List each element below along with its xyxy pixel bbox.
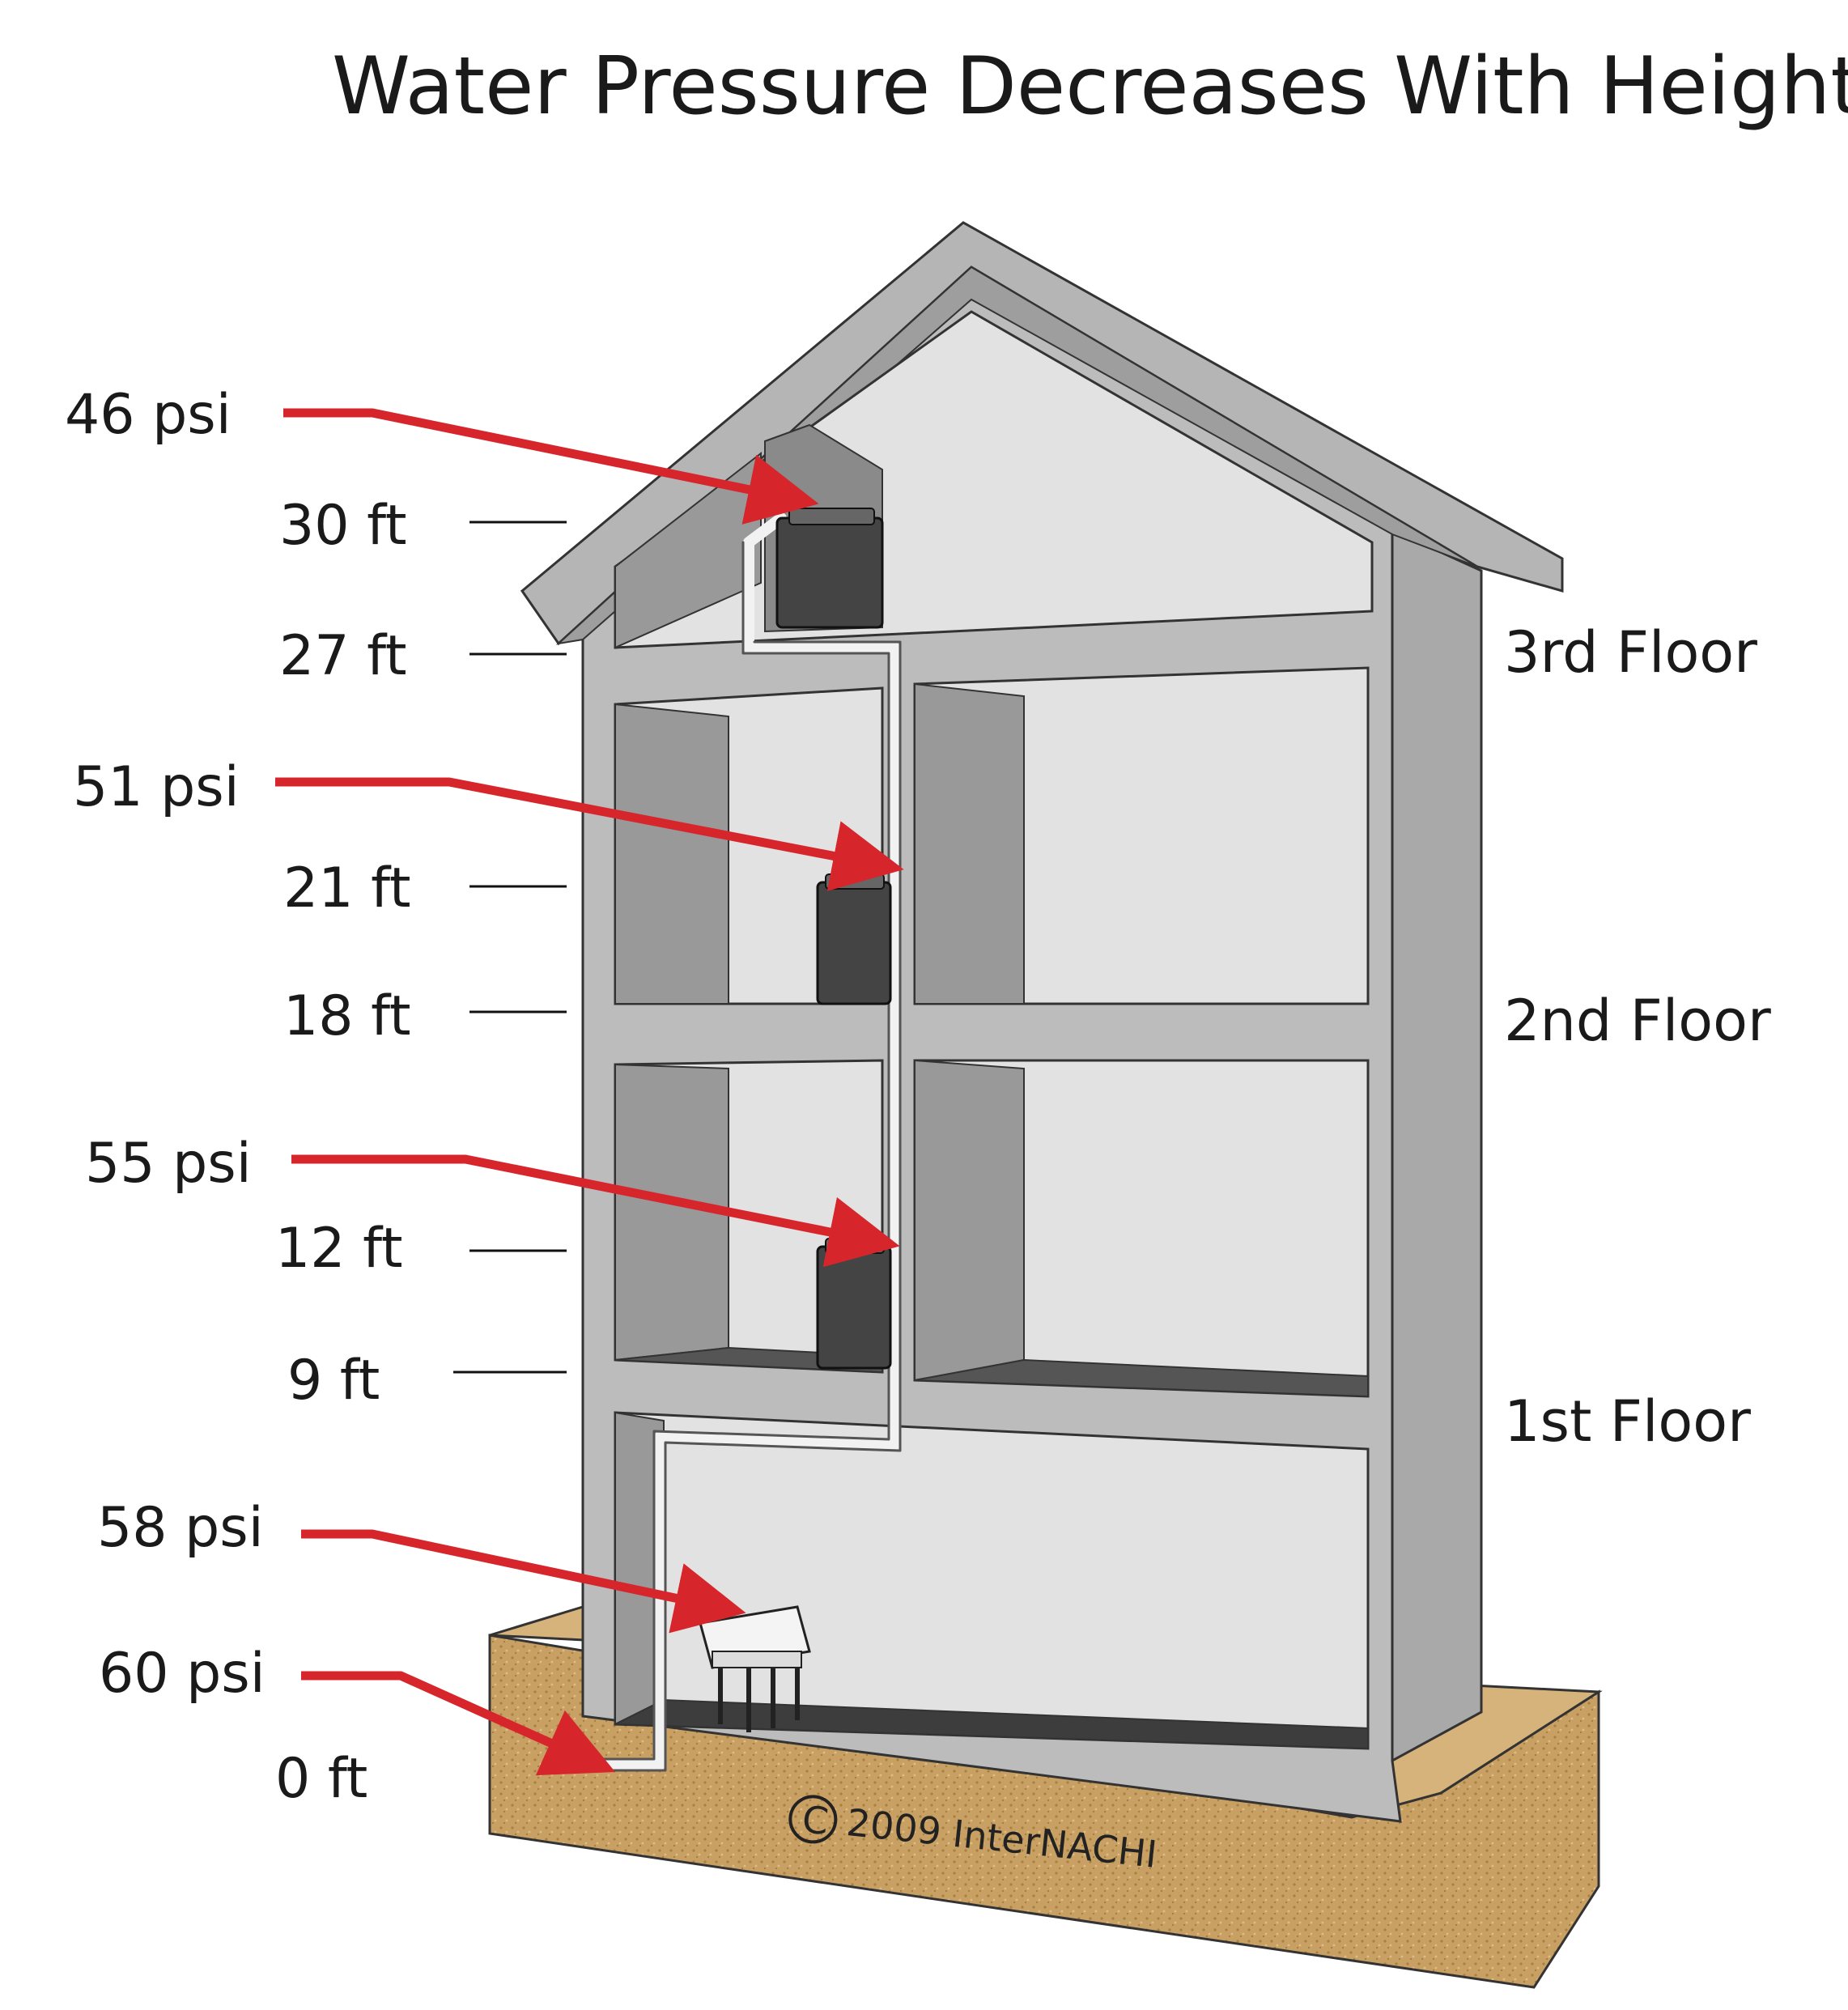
pressure-label-46: 46 psi bbox=[65, 383, 232, 447]
room-ground bbox=[614, 1411, 1370, 1750]
water-supply-pipe bbox=[553, 512, 900, 1770]
room-ground-floor bbox=[614, 1698, 1369, 1750]
water-supply-pipe-outline bbox=[557, 541, 902, 1772]
page-title: Water Pressure Decreases With Height bbox=[332, 40, 1848, 133]
2nd-floor-fixture bbox=[816, 873, 892, 1005]
attic-left-wall bbox=[614, 451, 762, 649]
height-label-18: 18 ft bbox=[283, 984, 411, 1048]
height-label-27: 27 ft bbox=[279, 624, 407, 688]
height-label-21: 21 ft bbox=[283, 856, 411, 920]
side-wall bbox=[1391, 528, 1483, 1763]
arrow-46psi bbox=[283, 408, 819, 525]
height-label-30: 30 ft bbox=[279, 494, 407, 558]
room-2nd-left-wall bbox=[614, 703, 729, 1005]
pressure-label-58: 58 psi bbox=[97, 1496, 264, 1560]
pressure-label-51: 51 psi bbox=[73, 755, 240, 819]
copyright-icon-letter: C bbox=[800, 1797, 831, 1843]
room-1st-right-floor bbox=[914, 1358, 1369, 1398]
copyright-icon bbox=[788, 1795, 838, 1844]
height-label-12: 12 ft bbox=[275, 1217, 403, 1281]
room-1st-right-wall bbox=[914, 1059, 1025, 1382]
1st-floor-fixture bbox=[816, 1238, 892, 1370]
floor-label-1st: 1st Floor bbox=[1504, 1388, 1751, 1455]
floor-label-3rd: 3rd Floor bbox=[1504, 619, 1757, 686]
height-label-0: 0 ft bbox=[275, 1747, 367, 1811]
pressure-arrows bbox=[275, 408, 904, 1776]
pressure-label-55: 55 psi bbox=[85, 1132, 252, 1196]
height-label-9: 9 ft bbox=[287, 1349, 380, 1413]
arrow-60psi bbox=[301, 1671, 616, 1776]
room-2nd-right-wall bbox=[914, 682, 1025, 1005]
pressure-label-60: 60 psi bbox=[99, 1642, 266, 1706]
roof-underside bbox=[555, 266, 1478, 645]
height-ticks bbox=[453, 521, 567, 1374]
arrow-55psi bbox=[291, 1154, 900, 1268]
arrow-58psi bbox=[301, 1529, 746, 1634]
attic-fixture bbox=[775, 508, 884, 629]
arrow-51psi bbox=[275, 777, 904, 891]
floor-label-2nd: 2nd Floor bbox=[1504, 988, 1771, 1054]
house-cutaway bbox=[488, 221, 1603, 1989]
